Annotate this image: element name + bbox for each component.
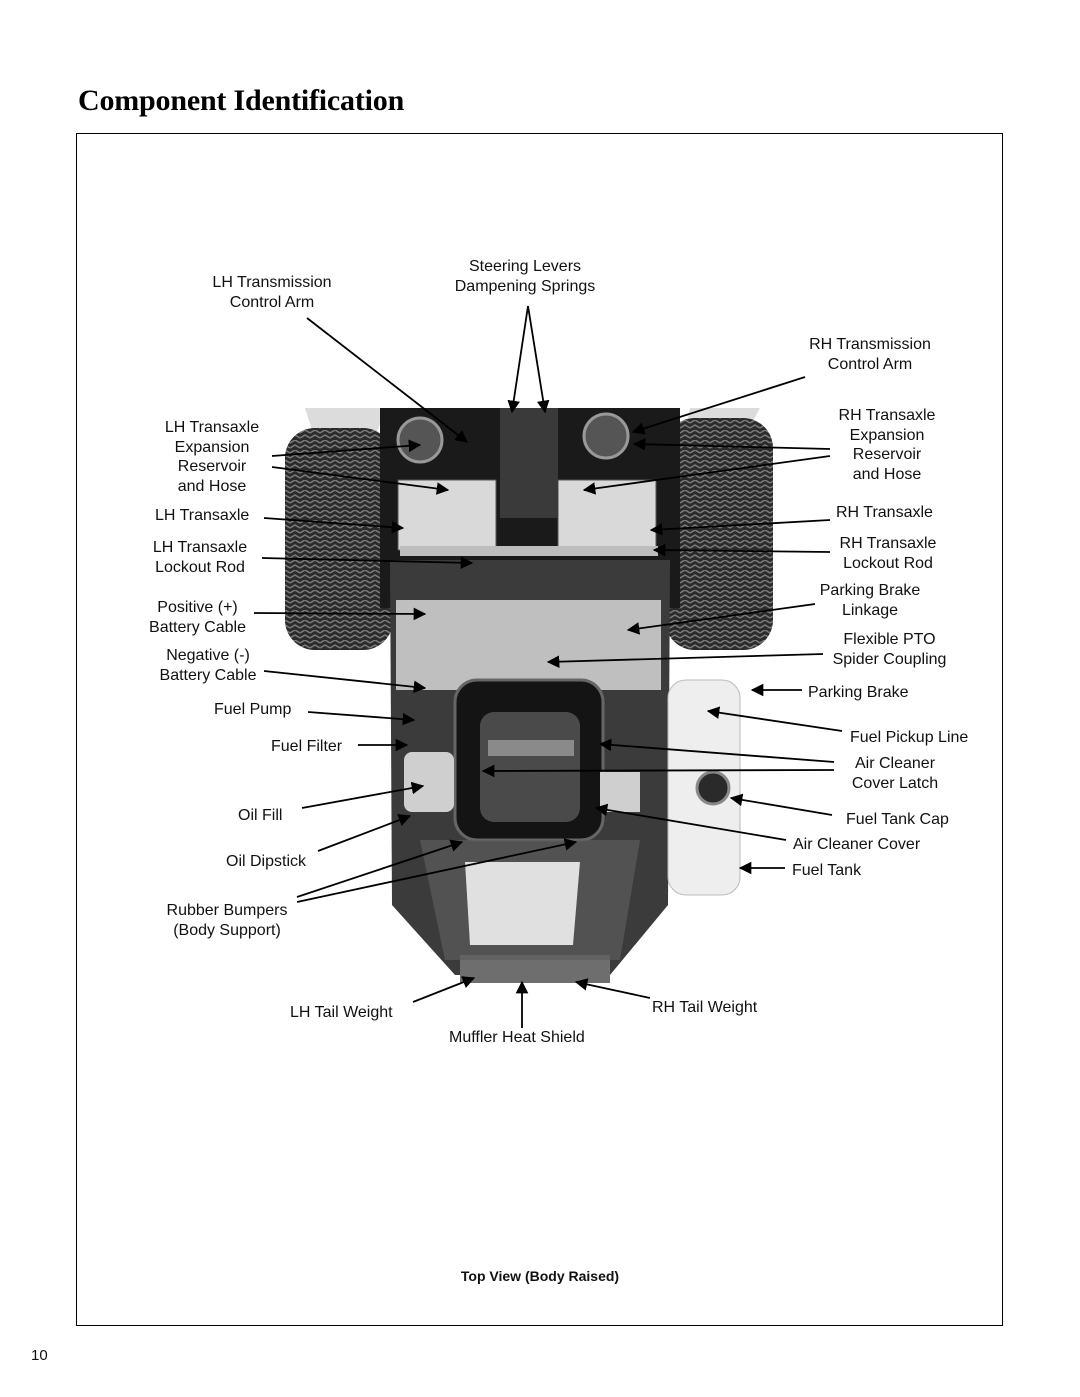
figure-frame — [76, 133, 1003, 1326]
label-fuel-tank-cap: Fuel Tank Cap — [846, 811, 949, 828]
label-steering-levers: Steering Levers Dampening Springs — [454, 258, 596, 295]
label-lh-expansion-reservoir: LH Transaxle Expansion Reservoir and Hos… — [164, 419, 260, 495]
label-rh-tail-weight: RH Tail Weight — [652, 999, 758, 1016]
label-rh-expansion-reservoir: RH Transaxle Expansion Reservoir and Hos… — [838, 407, 936, 483]
label-positive-battery-cable: Positive (+) Battery Cable — [149, 599, 246, 636]
label-rh-lockout-rod: RH Transaxle Lockout Rod — [839, 535, 937, 572]
label-rh-transaxle: RH Transaxle — [836, 504, 933, 521]
label-air-cleaner-cover-latch: Air Cleaner Cover Latch — [851, 755, 939, 792]
page-number: 10 — [31, 1347, 48, 1364]
page-title: Component Identification — [78, 84, 405, 117]
label-parking-brake-linkage: Parking Brake Linkage — [819, 582, 921, 619]
rh-transaxle-body — [557, 479, 657, 551]
rh-tire — [665, 418, 773, 650]
label-flexible-pto: Flexible PTO Spider Coupling — [832, 631, 947, 668]
label-rh-transmission-control-arm: RH Transmission Control Arm — [809, 336, 931, 373]
label-lh-tail-weight: LH Tail Weight — [290, 1004, 393, 1021]
label-fuel-filter: Fuel Filter — [271, 738, 343, 755]
label-fuel-pickup-line: Fuel Pickup Line — [850, 729, 969, 746]
label-muffler-heat-shield: Muffler Heat Shield — [449, 1029, 585, 1046]
label-rubber-bumpers: Rubber Bumpers (Body Support) — [166, 902, 288, 939]
label-oil-dipstick: Oil Dipstick — [226, 853, 307, 870]
mower-photo — [270, 407, 785, 1017]
label-negative-battery-cable: Negative (-) Battery Cable — [159, 647, 257, 684]
figure-caption: Top View (Body Raised) — [460, 1268, 620, 1284]
label-air-cleaner-cover: Air Cleaner Cover — [793, 836, 921, 853]
lh-tire — [285, 428, 393, 650]
label-lh-transmission-control-arm: LH Transmission Control Arm — [212, 274, 332, 311]
leader-lines — [253, 305, 843, 1028]
label-oil-fill: Oil Fill — [238, 807, 283, 824]
label-fuel-tank: Fuel Tank — [792, 862, 862, 879]
label-fuel-pump: Fuel Pump — [214, 701, 292, 718]
label-lh-transaxle: LH Transaxle — [155, 507, 250, 524]
label-lh-lockout-rod: LH Transaxle Lockout Rod — [152, 539, 248, 576]
label-parking-brake: Parking Brake — [808, 684, 909, 701]
